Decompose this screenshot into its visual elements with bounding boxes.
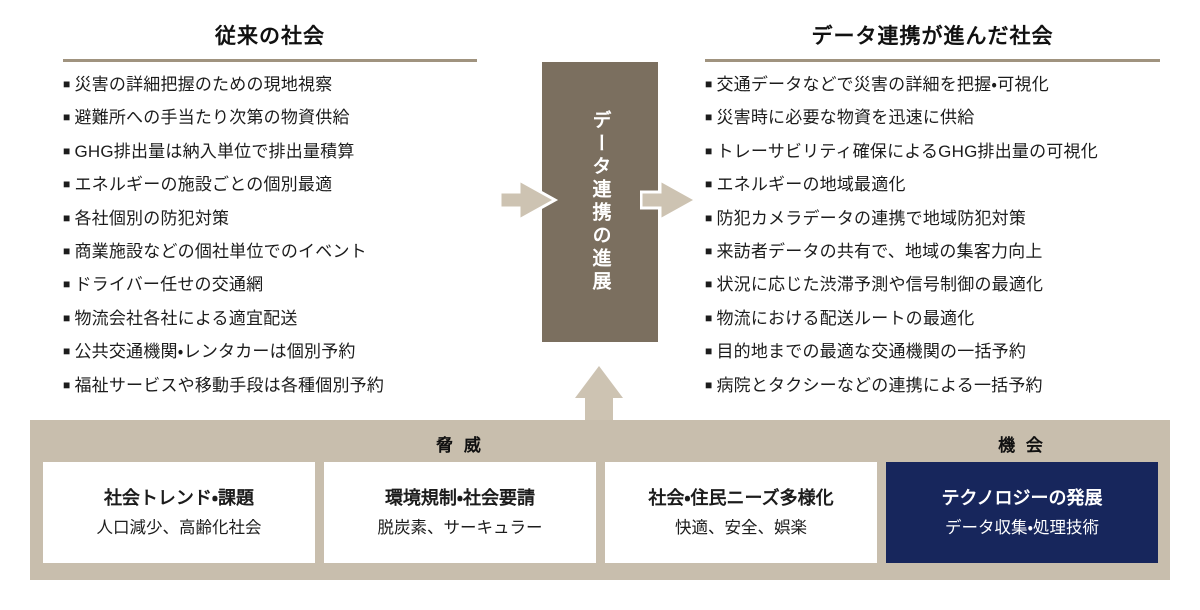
list-item-text: トレーサビリティ確保によるGHG排出量の可視化 — [716, 141, 1098, 161]
list-item: ■目的地までの最適な交通機関の一括予約 — [705, 336, 1160, 369]
list-item-text: ドライバー任せの交通網 — [74, 275, 264, 295]
square-bullet-icon: ■ — [63, 210, 71, 225]
list-item: ■トレーサビリティ確保によるGHG排出量の可視化 — [705, 136, 1160, 169]
list-item-text: 病院とタクシーなどの連携による一括予約 — [716, 375, 1043, 395]
traditional-society-list: ■災害の詳細把握のための現地視察 ■避難所への手当たり次第の物資供給 ■GHG排… — [63, 69, 477, 403]
list-item-text: 各社個別の防犯対策 — [74, 208, 230, 228]
arrow-up-icon — [575, 366, 623, 422]
list-item-text: 物流における配送ルートの最適化 — [716, 308, 975, 328]
factor-box-environment-regulation: 環境規制・社会要請 脱炭素、サーキュラー — [324, 462, 596, 563]
square-bullet-icon: ■ — [63, 143, 71, 158]
square-bullet-icon: ■ — [705, 210, 713, 225]
list-item: ■エネルギーの地域最適化 — [705, 169, 1160, 202]
list-item-text: 公共交通機関・レンタカーは個別予約 — [74, 342, 356, 362]
list-item-text: 状況に応じた渋滞予測や信号制御の最適化 — [716, 275, 1044, 295]
list-item-text: 避難所への手当たり次第の物資供給 — [74, 108, 350, 128]
factor-box-subtitle: データ収集・処理技術 — [944, 519, 1100, 537]
square-bullet-icon: ■ — [705, 377, 713, 392]
square-bullet-icon: ■ — [705, 143, 713, 158]
list-item-text: GHG排出量は納入単位で排出量積算 — [74, 141, 355, 161]
list-item: ■各社個別の防犯対策 — [63, 203, 477, 236]
square-bullet-icon: ■ — [63, 277, 71, 292]
list-item-text: 災害時に必要な物資を迅速に供給 — [716, 108, 975, 128]
list-item: ■GHG排出量は納入単位で排出量積算 — [63, 136, 477, 169]
factor-boxes: 社会トレンド・課題 人口減少、高齢化社会 環境規制・社会要請 脱炭素、サーキュラ… — [43, 462, 1158, 563]
opportunities-label: 機 会 — [998, 436, 1046, 455]
data-collaboration-label: データ連携の進展 — [589, 110, 611, 294]
list-item: ■商業施設などの個社単位でのイベント — [63, 236, 477, 269]
square-bullet-icon: ■ — [63, 110, 71, 125]
factor-box-subtitle: 人口減少、高齢化社会 — [96, 519, 262, 537]
square-bullet-icon: ■ — [705, 77, 713, 91]
list-item-text: 交通データなどで災害の詳細を把握・可視化 — [716, 75, 1049, 94]
square-bullet-icon: ■ — [63, 177, 71, 192]
data-linked-title-underline — [705, 59, 1160, 62]
square-bullet-icon: ■ — [705, 310, 713, 325]
square-bullet-icon: ■ — [705, 110, 713, 125]
data-linked-society-list: ■交通データなどで災害の詳細を把握・可視化 ■災害時に必要な物資を迅速に供給 ■… — [705, 69, 1160, 403]
list-item: ■来訪者データの共有で、地域の集客力向上 — [705, 236, 1160, 269]
list-item: ■避難所への手当たり次第の物資供給 — [63, 102, 477, 135]
traditional-society-title: 従来の社会 — [215, 25, 325, 48]
factor-box-resident-needs: 社会・住民ニーズ多様化 快適、安全、娯楽 — [605, 462, 877, 563]
list-item-text: エネルギーの地域最適化 — [716, 175, 906, 195]
list-item: ■災害時に必要な物資を迅速に供給 — [705, 102, 1160, 135]
data-collaboration-box: データ連携の進展 — [542, 62, 658, 342]
data-linked-society-panel: データ連携が進んだ社会 ■交通データなどで災害の詳細を把握・可視化 ■災害時に必… — [705, 24, 1160, 403]
square-bullet-icon: ■ — [63, 377, 71, 392]
list-item-text: 来訪者データの共有で、地域の集客力向上 — [716, 242, 1043, 262]
square-bullet-icon: ■ — [63, 344, 71, 359]
factor-box-subtitle: 快適、安全、娯楽 — [675, 519, 807, 537]
factor-box-subtitle: 脱炭素、サーキュラー — [377, 519, 543, 537]
list-item-text: 物流会社各社による適宜配送 — [74, 308, 298, 328]
list-item: ■エネルギーの施設ごとの個別最適 — [63, 169, 477, 202]
square-bullet-icon: ■ — [705, 177, 713, 192]
list-item-text: 防犯カメラデータの連携で地域防犯対策 — [716, 208, 1027, 228]
list-item: ■交通データなどで災害の詳細を把握・可視化 — [705, 69, 1160, 102]
list-item: ■災害の詳細把握のための現地視察 — [63, 69, 477, 102]
list-item: ■福祉サービスや移動手段は各種個別予約 — [63, 370, 477, 403]
list-item-text: 災害の詳細把握のための現地視察 — [74, 75, 333, 94]
list-item: ■公共交通機関・レンタカーは個別予約 — [63, 336, 477, 369]
factor-box-title: 社会トレンド・課題 — [103, 488, 255, 508]
square-bullet-icon: ■ — [63, 244, 71, 259]
factor-box-title: 環境規制・社会要請 — [384, 488, 536, 508]
threats-label: 脅 威 — [436, 436, 484, 455]
list-item-text: 商業施設などの個社単位でのイベント — [74, 242, 367, 262]
list-item-text: 福祉サービスや移動手段は各種個別予約 — [74, 375, 385, 395]
factor-box-social-trends: 社会トレンド・課題 人口減少、高齢化社会 — [43, 462, 315, 563]
factor-box-title: 社会・住民ニーズ多様化 — [648, 488, 834, 508]
factor-box-technology: テクノロジーの発展 データ収集・処理技術 — [886, 462, 1158, 563]
list-item-text: 目的地までの最適な交通機関の一括予約 — [716, 342, 1027, 362]
traditional-title-underline — [63, 59, 477, 62]
arrow-right-icon — [640, 178, 700, 222]
list-item: ■物流会社各社による適宜配送 — [63, 303, 477, 336]
threats-opportunities-band: 脅 威 機 会 社会トレンド・課題 人口減少、高齢化社会 環境規制・社会要請 脱… — [30, 420, 1170, 580]
square-bullet-icon: ■ — [705, 244, 713, 259]
list-item: ■物流における配送ルートの最適化 — [705, 303, 1160, 336]
square-bullet-icon: ■ — [63, 310, 71, 325]
square-bullet-icon: ■ — [705, 344, 713, 359]
list-item: ■防犯カメラデータの連携で地域防犯対策 — [705, 203, 1160, 236]
traditional-society-panel: 従来の社会 ■災害の詳細把握のための現地視察 ■避難所への手当たり次第の物資供給… — [63, 24, 477, 403]
list-item: ■状況に応じた渋滞予測や信号制御の最適化 — [705, 269, 1160, 302]
square-bullet-icon: ■ — [705, 277, 713, 292]
list-item: ■病院とタクシーなどの連携による一括予約 — [705, 370, 1160, 403]
list-item: ■ドライバー任せの交通網 — [63, 269, 477, 302]
factor-box-title: テクノロジーの発展 — [941, 488, 1103, 508]
square-bullet-icon: ■ — [63, 77, 71, 91]
arrow-right-icon — [499, 178, 559, 222]
data-linked-society-title: データ連携が進んだ社会 — [811, 25, 1054, 48]
list-item-text: エネルギーの施設ごとの個別最適 — [74, 175, 333, 195]
